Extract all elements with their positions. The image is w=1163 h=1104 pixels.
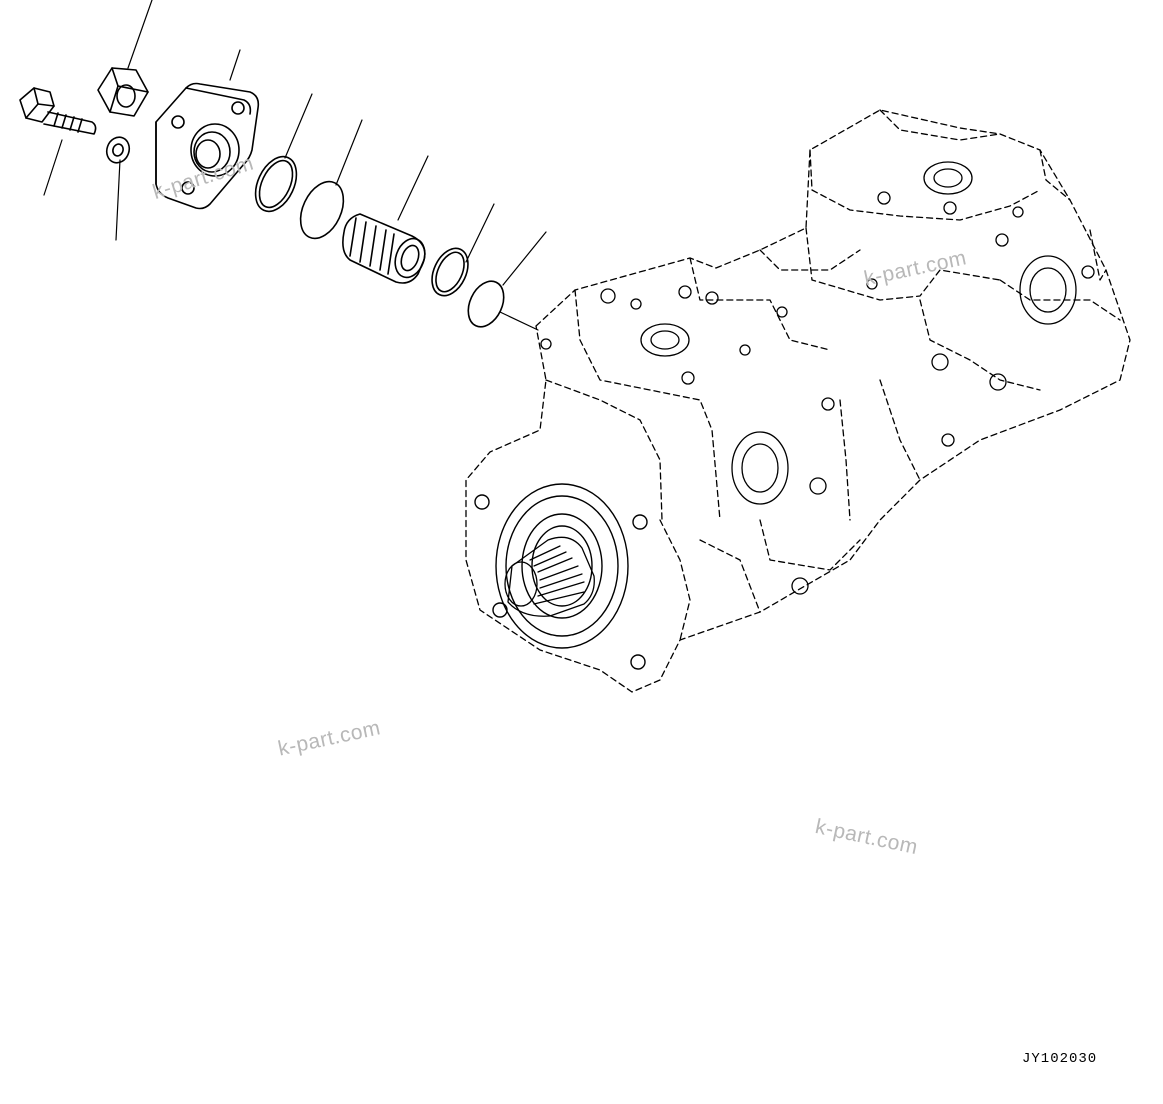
leader-line [43, 139, 63, 196]
hydraulic-pump-icon [465, 109, 1131, 693]
drawing-reference-code: JY102030 [1022, 1051, 1098, 1067]
o-ring-icon [299, 180, 345, 240]
o-ring-icon [467, 280, 505, 328]
splined-shaft [504, 536, 595, 617]
leader-line [465, 203, 495, 263]
nut-icon [97, 67, 149, 117]
leader-line [335, 119, 363, 186]
leader-line [499, 311, 539, 331]
o-ring-icon [431, 247, 469, 297]
flange-icon [155, 82, 260, 210]
washer-icon [105, 136, 131, 164]
leader-line [502, 231, 547, 286]
leader-line [229, 49, 241, 81]
bolt-icon [19, 87, 97, 135]
leader-line [397, 155, 429, 221]
leader-line [127, 0, 153, 69]
o-ring-icon [254, 155, 298, 213]
leader-line [115, 159, 121, 241]
leader-line [284, 93, 313, 159]
threaded-fitting-icon [342, 213, 426, 284]
leader-lines [43, 0, 547, 331]
